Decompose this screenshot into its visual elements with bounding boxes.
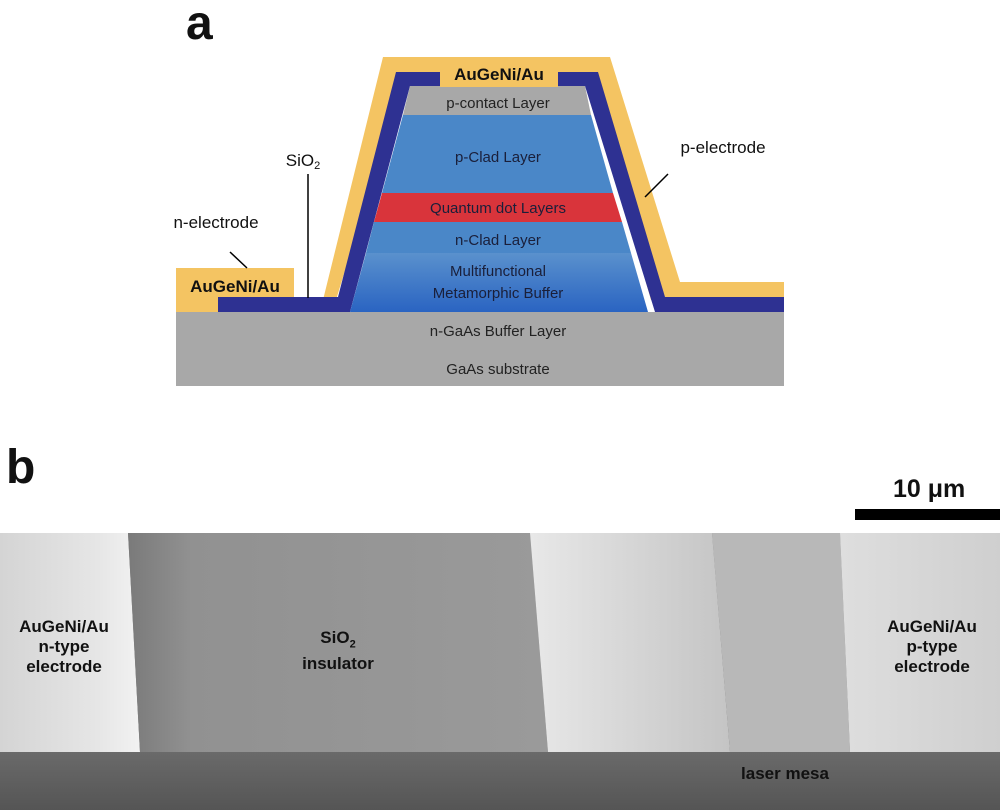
p-electrode-line2: p-type — [906, 637, 958, 656]
metamorphic-buffer-layer — [350, 253, 648, 312]
scale-bar — [855, 509, 1000, 520]
p-contact-layer — [403, 86, 591, 115]
n-clad-label: n-Clad Layer — [455, 232, 541, 249]
top-contact-label: AuGeNi/Au — [454, 65, 544, 84]
p-electrode-leader — [644, 173, 669, 198]
n-electrode-line1: AuGeNi/Au — [19, 617, 109, 636]
sio2-line1: SiO2 — [320, 628, 356, 651]
p-electrode-label: p-electrode — [680, 138, 765, 157]
p-electrode-line1: AuGeNi/Au — [887, 617, 977, 636]
sio2-label: SiO2 — [286, 151, 320, 172]
buffer-label-line1: Multifunctional — [450, 263, 546, 280]
qd-label: Quantum dot Layers — [430, 200, 566, 217]
panel-a-letter: a — [186, 0, 213, 50]
sio2-layer-right — [558, 72, 784, 312]
p-electrode-sem-label: AuGeNi/Au p-type electrode — [868, 617, 996, 677]
n-contact-label: AuGeNi/Au — [190, 277, 280, 296]
sio2-line2: insulator — [302, 654, 374, 674]
mesa-left-sidewall — [530, 533, 730, 752]
p-clad-layer — [382, 115, 613, 193]
n-electrode-line2: n-type — [38, 637, 90, 656]
sio2-layer — [218, 72, 440, 312]
n-electrode-line3: electrode — [26, 657, 102, 676]
mesa-ridge — [712, 533, 850, 752]
layer-structure-diagram: AuGeNi/Au p-contact Layer p-Clad Layer Q… — [173, 57, 784, 390]
n-electrode-sem-label: AuGeNi/Au n-type electrode — [0, 617, 128, 677]
n-electrode-label: n-electrode — [173, 213, 258, 232]
sio2-sem-label: SiO2 insulator — [278, 628, 398, 674]
n-clad-layer — [366, 222, 631, 253]
gaas-substrate-layer — [176, 312, 784, 386]
top-contact-pad — [440, 60, 558, 87]
buffer-label-line2: Metamorphic Buffer — [433, 285, 564, 302]
p-electrode-line3: electrode — [894, 657, 970, 676]
substrate-label: GaAs substrate — [446, 361, 549, 378]
n-gaas-label: n-GaAs Buffer Layer — [430, 323, 566, 340]
substrate-notch — [176, 386, 234, 390]
laser-mesa-label: laser mesa — [741, 764, 829, 783]
scale-bar-label: 10 μm — [893, 475, 966, 503]
quantum-dot-layers — [374, 193, 622, 222]
panel-b-letter: b — [6, 441, 36, 494]
n-electrode-leader — [229, 251, 248, 269]
p-contact-label: p-contact Layer — [446, 95, 549, 112]
p-clad-label: p-Clad Layer — [455, 149, 541, 166]
